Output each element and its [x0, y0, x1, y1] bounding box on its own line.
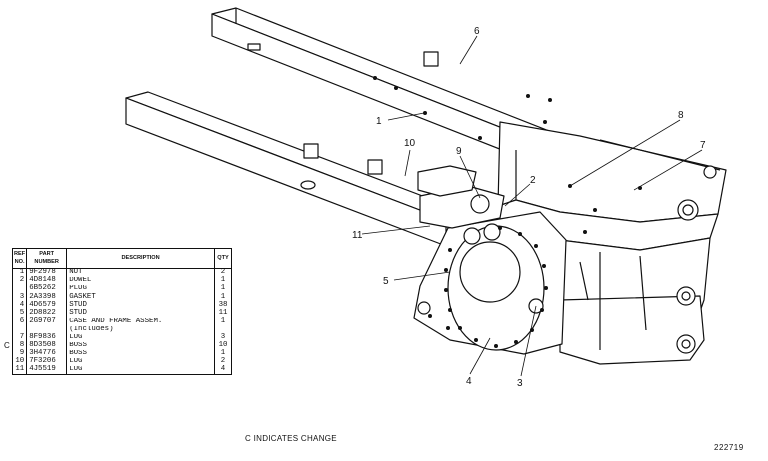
cell-part: 2D8822 [26, 309, 68, 318]
cell-ref: 9 [11, 349, 28, 359]
parts-table-header: REF NO. PART NUMBER DESCRIPTION QTY [11, 248, 232, 269]
cell-qty: 4 [214, 366, 232, 376]
header-part-number: PART NUMBER [26, 248, 68, 269]
cell-ref: 4 [11, 301, 28, 310]
cell-qty: 1 [214, 285, 232, 294]
drawing-number: 222719 [714, 443, 744, 452]
table-row: (Includes) [11, 325, 232, 334]
cell-ref: 2 [11, 276, 28, 286]
upper-frame-rail [211, 7, 573, 169]
cell-part: 4J5519 [26, 366, 68, 376]
cell-ref: 6 [11, 317, 28, 326]
cell-qty: 1 [214, 349, 232, 359]
cell-desc: NUT [66, 268, 215, 278]
callout-8: 8 [678, 110, 684, 121]
cell-desc: PLUG [66, 285, 215, 294]
cell-ref: 3 [11, 293, 28, 302]
callout-3: 3 [517, 378, 523, 389]
cell-part: 2A3398 [26, 293, 68, 302]
cell-desc: STUD [66, 301, 215, 310]
case-flange [413, 211, 567, 355]
leader-lines [361, 35, 703, 377]
cell-ref [11, 285, 28, 294]
cell-ref: 11 [11, 366, 28, 376]
cell-desc: GASKET [66, 293, 215, 302]
cell-desc: BOSS [66, 341, 215, 350]
callout-6: 6 [474, 26, 480, 37]
change-note: C INDICATES CHANGE [245, 434, 337, 443]
cell-qty [214, 325, 232, 334]
callout-10: 10 [404, 138, 416, 149]
cell-part: 7F3206 [26, 357, 68, 367]
cell-qty: 1 [214, 276, 232, 286]
cell-part: 4D8148 [26, 276, 68, 286]
callout-11: 11 [352, 230, 363, 241]
cell-ref: 7 [11, 333, 28, 342]
cell-part [26, 325, 68, 334]
cell-qty: 1 [214, 293, 232, 302]
cell-desc: STUD [66, 309, 215, 318]
cell-ref: 8 [11, 341, 28, 350]
cell-desc: LUG [66, 358, 215, 367]
callout-9: 9 [456, 146, 462, 157]
header-qty: QTY [214, 248, 232, 269]
cell-qty: 1 [214, 317, 232, 326]
cell-desc: LUG [66, 366, 215, 376]
cell-part: 3H4776 [26, 349, 68, 359]
cell-qty: 10 [214, 341, 232, 350]
cell-qty: 11 [214, 309, 232, 318]
cell-part: 9F2978 [26, 268, 68, 278]
cell-ref: 1 [11, 268, 28, 278]
callout-1: 1 [376, 116, 382, 127]
cell-ref: 5 [11, 309, 28, 318]
cell-desc: BOSS [66, 349, 215, 359]
cell-qty: 3 [214, 333, 232, 342]
header-description: DESCRIPTION [66, 248, 215, 269]
bracket-lugs [417, 165, 505, 229]
change-marker: C [4, 341, 10, 350]
cell-desc: DOWEL [66, 277, 215, 286]
cell-qty: 2 [214, 268, 232, 278]
flange-studs [373, 76, 642, 348]
cell-part: 2G9707 [26, 317, 68, 326]
cell-part: 8F9836 [26, 333, 68, 342]
callout-4: 4 [466, 376, 472, 387]
cell-qty: 38 [214, 301, 232, 310]
callout-labels: 1 2 3 4 5 6 7 8 9 10 11 [352, 26, 706, 389]
case-body [497, 227, 711, 365]
cross-member [497, 121, 727, 251]
cell-desc: LUG [66, 333, 215, 342]
callout-7: 7 [700, 140, 706, 151]
cell-ref [11, 325, 28, 334]
cell-qty: 2 [214, 357, 232, 367]
header-ref-no: REF NO. [11, 248, 28, 269]
cell-part: 6B5262 [26, 285, 68, 294]
cell-desc: CASE AND FRAME ASSEM. [66, 317, 215, 326]
cell-part: 8D3508 [26, 341, 68, 350]
cell-ref: 10 [11, 357, 28, 367]
cell-desc: (Includes) [66, 325, 215, 334]
callout-2: 2 [530, 175, 536, 186]
cell-part: 4D6579 [26, 301, 68, 310]
callout-5: 5 [383, 276, 389, 287]
